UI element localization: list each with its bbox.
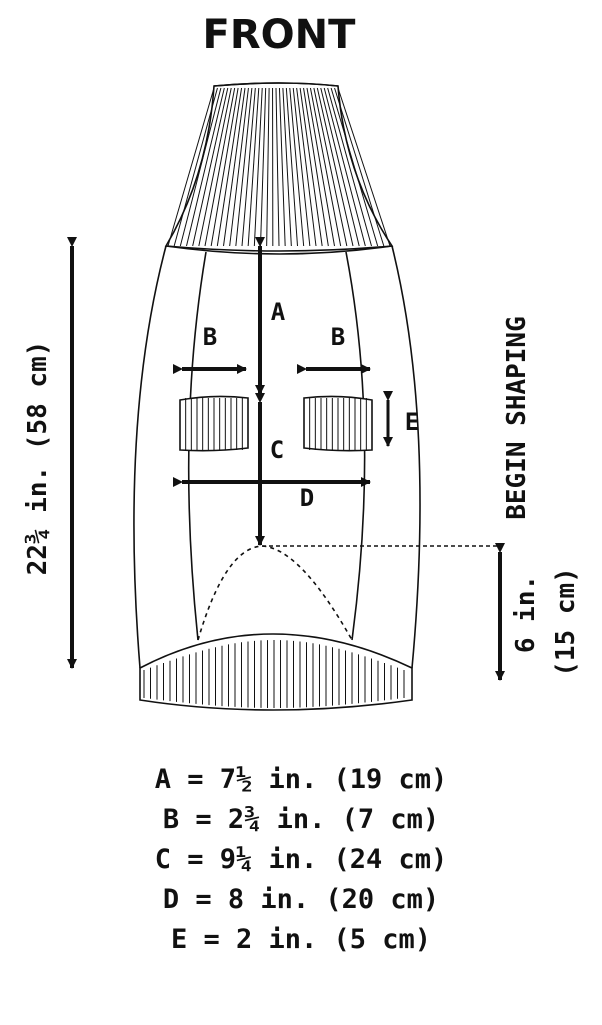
label-B-left: B bbox=[203, 323, 217, 351]
shaping-height-label: 6 in. bbox=[511, 575, 541, 653]
rib-line bbox=[216, 87, 243, 247]
garment-outline bbox=[133, 82, 500, 711]
legend-line-B: B = 2¾ in. (7 cm) bbox=[162, 804, 440, 835]
rib-line bbox=[266, 87, 270, 247]
rib-line bbox=[253, 87, 263, 247]
rib-line bbox=[330, 87, 379, 247]
shaping-height-metric: (15 cm) bbox=[551, 567, 581, 677]
label-A: A bbox=[271, 298, 286, 326]
rib-line bbox=[260, 87, 267, 247]
length-label: 22¾ in. (58 cm) bbox=[23, 341, 53, 576]
hem-rib-lines bbox=[143, 640, 405, 708]
label-E: E bbox=[405, 408, 419, 436]
rib-line bbox=[247, 87, 260, 247]
hem-ribbing bbox=[139, 633, 413, 711]
label-D: D bbox=[300, 484, 314, 512]
rib-line bbox=[303, 87, 329, 247]
rib-line bbox=[327, 87, 372, 247]
body-right-side bbox=[391, 245, 421, 669]
legend-line-E: E = 2 in. (5 cm) bbox=[170, 924, 432, 955]
rib-line bbox=[320, 87, 360, 247]
label-C: C bbox=[270, 436, 284, 464]
rib-line bbox=[289, 87, 305, 247]
rib-line bbox=[229, 87, 249, 247]
rib-line bbox=[173, 87, 218, 247]
legend-line-A: A = 7½ in. (19 cm) bbox=[154, 764, 448, 795]
rib-line bbox=[278, 87, 286, 247]
rib-line bbox=[186, 87, 225, 247]
measurement-legend: A = 7½ in. (19 cm) B = 2¾ in. (7 cm) C =… bbox=[0, 760, 602, 960]
pocket-right-rib-lines bbox=[309, 398, 367, 450]
rib-line bbox=[323, 87, 366, 247]
rib-line bbox=[337, 87, 391, 247]
rib-line bbox=[313, 87, 348, 247]
rib-line bbox=[282, 87, 292, 247]
rib-line bbox=[316, 87, 354, 247]
rib-line bbox=[204, 87, 236, 247]
rib-line bbox=[167, 87, 215, 247]
rib-line bbox=[334, 87, 385, 247]
shaping-curve bbox=[197, 545, 353, 641]
rib-line bbox=[275, 87, 280, 247]
legend-line-D: D = 8 in. (20 cm) bbox=[162, 884, 440, 915]
rib-line bbox=[296, 87, 317, 247]
body-left-side bbox=[133, 245, 167, 669]
rib-line bbox=[235, 87, 253, 247]
rib-line bbox=[299, 87, 323, 247]
legend-line-C: C = 9¼ in. (24 cm) bbox=[154, 844, 448, 875]
rib-line bbox=[309, 87, 342, 247]
collar-rib-lines bbox=[167, 87, 391, 247]
rib-line bbox=[306, 87, 335, 247]
rib-line bbox=[210, 87, 239, 247]
rib-line bbox=[198, 87, 232, 247]
pocket-left-rib-lines bbox=[185, 398, 243, 450]
page-title: FRONT bbox=[203, 12, 357, 58]
begin-shaping-label: BEGIN SHAPING bbox=[502, 316, 532, 520]
rib-line bbox=[285, 87, 298, 247]
label-B-right: B bbox=[331, 323, 345, 351]
rib-line bbox=[292, 87, 311, 247]
rib-line bbox=[223, 87, 246, 247]
dimension-arrows bbox=[67, 237, 505, 681]
rib-line bbox=[192, 87, 229, 247]
rib-line bbox=[241, 87, 256, 247]
rib-line bbox=[179, 87, 222, 247]
